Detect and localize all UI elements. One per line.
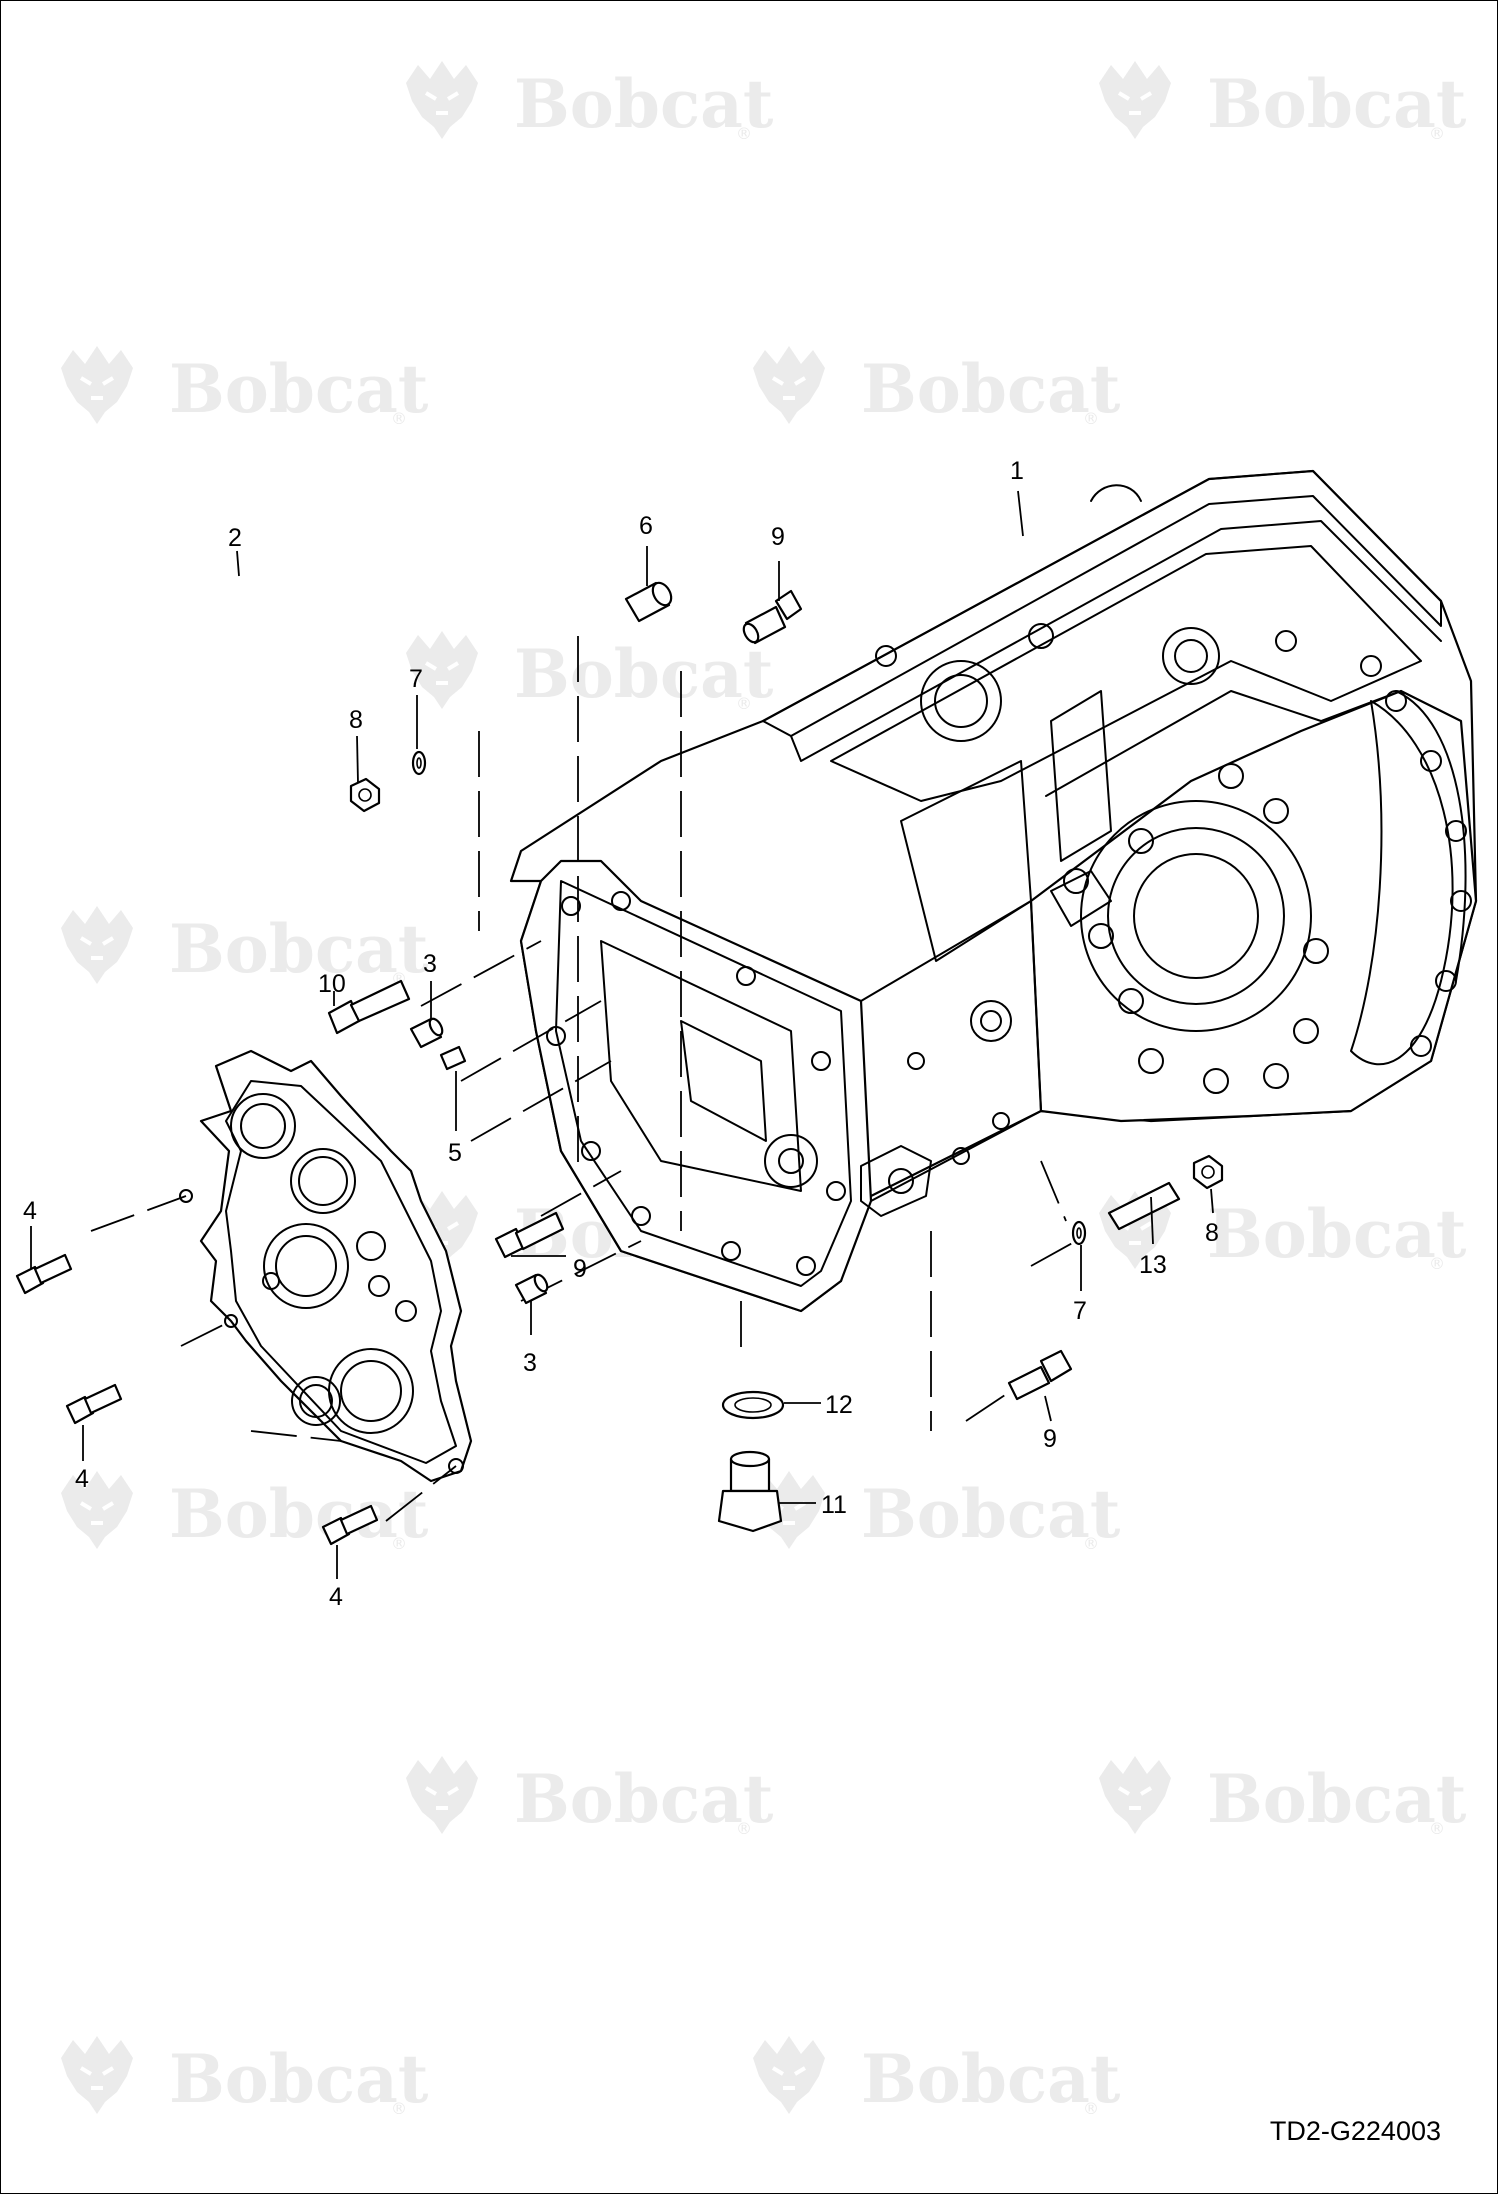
callout-4b: 4 <box>75 1465 89 1493</box>
watermark-text: Bobcat <box>861 350 1121 428</box>
watermark: Bobcat ® <box>404 59 774 143</box>
dowel-pin-6 <box>624 581 673 623</box>
callout-5: 5 <box>448 1139 462 1167</box>
bolt-4-mid <box>65 1383 123 1425</box>
bobcat-logo-icon <box>1097 59 1173 141</box>
watermark: Bobcat ® <box>751 1469 1121 1553</box>
bolt-9-left <box>494 1211 565 1259</box>
watermark-reg: ® <box>736 124 752 143</box>
callouts: 1 2 6 9 7 8 10 3 5 4 9 3 4 4 12 11 7 13 … <box>23 457 1219 1611</box>
alignment-lines <box>90 636 1077 1522</box>
watermark-text: Bobcat <box>1207 65 1467 143</box>
pin-5 <box>439 1045 467 1071</box>
bolt-4-bottom <box>321 1504 379 1546</box>
bobcat-logo-icon <box>1097 1754 1173 1836</box>
drawing-id: TD2-G224003 <box>1269 2116 1441 2146</box>
watermark-reg: ® <box>1083 1534 1099 1553</box>
watermark-reg: ® <box>736 694 752 713</box>
watermark-text: Bobcat <box>514 1760 774 1838</box>
watermark: Bobcat ® <box>59 904 429 988</box>
watermark: Bobcat ® <box>404 629 774 713</box>
watermark: Bobcat ® <box>59 344 429 428</box>
watermark-text: Bobcat <box>169 1475 429 1553</box>
gasket-12 <box>721 1390 785 1420</box>
leader-lines <box>30 490 1214 1579</box>
watermark: Bobcat ® <box>1097 1754 1467 1838</box>
watermark-text: Bobcat <box>1207 1760 1467 1838</box>
washer-7-right <box>1071 1220 1087 1246</box>
watermark-reg: ® <box>391 1534 407 1553</box>
dowel-3-upper <box>409 1017 444 1049</box>
callout-7b: 7 <box>1073 1297 1087 1325</box>
callout-9c: 9 <box>1043 1425 1057 1453</box>
callout-2: 2 <box>228 524 242 552</box>
callout-9b: 9 <box>573 1255 587 1283</box>
dowel-3-lower <box>514 1273 549 1305</box>
watermark-text: Bobcat <box>861 1475 1121 1553</box>
drain-plug-11 <box>717 1450 783 1533</box>
watermark: Bobcat ® <box>751 2034 1121 2118</box>
cover-plate <box>179 1049 473 1483</box>
bolt-10 <box>327 979 411 1035</box>
watermark-reg: ® <box>1429 1819 1445 1838</box>
bolt-9-right <box>1007 1349 1073 1401</box>
bobcat-logo-icon <box>59 344 135 426</box>
watermark-text: Bobcat <box>861 2040 1121 2118</box>
bobcat-logo-icon <box>751 2034 827 2116</box>
watermark-reg: ® <box>1083 409 1099 428</box>
bobcat-logo-icon <box>59 1469 135 1551</box>
callout-4a: 4 <box>23 1197 37 1225</box>
callout-8b: 8 <box>1205 1219 1219 1247</box>
hardware <box>15 581 1224 1546</box>
callout-12: 12 <box>825 1391 853 1419</box>
watermark: Bobcat ® <box>751 344 1121 428</box>
callout-1: 1 <box>1010 457 1024 485</box>
watermark: Bobcat ® <box>404 1754 774 1838</box>
callout-3b: 3 <box>523 1349 537 1377</box>
callout-9a: 9 <box>771 523 785 551</box>
callout-6: 6 <box>639 512 653 540</box>
watermark-text: Bobcat <box>169 910 429 988</box>
watermark: Bobcat ® <box>59 2034 429 2118</box>
callout-11: 11 <box>821 1491 847 1519</box>
callout-8a: 8 <box>349 706 363 734</box>
bobcat-logo-icon <box>59 2034 135 2116</box>
callout-4c: 4 <box>329 1583 343 1611</box>
watermark-reg: ® <box>1429 1254 1445 1273</box>
bobcat-logo-icon <box>404 59 480 141</box>
callout-7a: 7 <box>409 665 423 693</box>
watermark: Bobcat ® <box>59 1469 429 1553</box>
transmission-case <box>509 469 1478 1313</box>
callout-10: 10 <box>318 970 346 998</box>
watermark-text: Bobcat <box>1207 1195 1467 1273</box>
stud-13 <box>1107 1181 1181 1231</box>
watermark-reg: ® <box>391 2099 407 2118</box>
callout-13: 13 <box>1139 1251 1167 1279</box>
watermark-text: Bobcat <box>169 2040 429 2118</box>
nut-8-right <box>1192 1154 1224 1190</box>
watermark-reg: ® <box>736 1819 752 1838</box>
watermark-text: Bobcat <box>514 635 774 713</box>
bolt-4-left <box>15 1253 73 1295</box>
watermark-reg: ® <box>1083 2099 1099 2118</box>
watermark: Bobcat ® <box>1097 59 1467 143</box>
callout-3a: 3 <box>423 950 437 978</box>
bolt-9-top <box>742 589 803 645</box>
nut-8-top <box>349 777 381 813</box>
bobcat-logo-icon <box>59 904 135 986</box>
bobcat-logo-icon <box>751 344 827 426</box>
watermark-text: Bobcat <box>514 65 774 143</box>
bobcat-logo-icon <box>404 1754 480 1836</box>
watermark: Bobcat ® <box>1097 1189 1467 1273</box>
watermark-reg: ® <box>391 409 407 428</box>
watermark-reg: ® <box>1429 124 1445 143</box>
watermark-text: Bobcat <box>169 350 429 428</box>
washer-7-top <box>411 750 427 776</box>
